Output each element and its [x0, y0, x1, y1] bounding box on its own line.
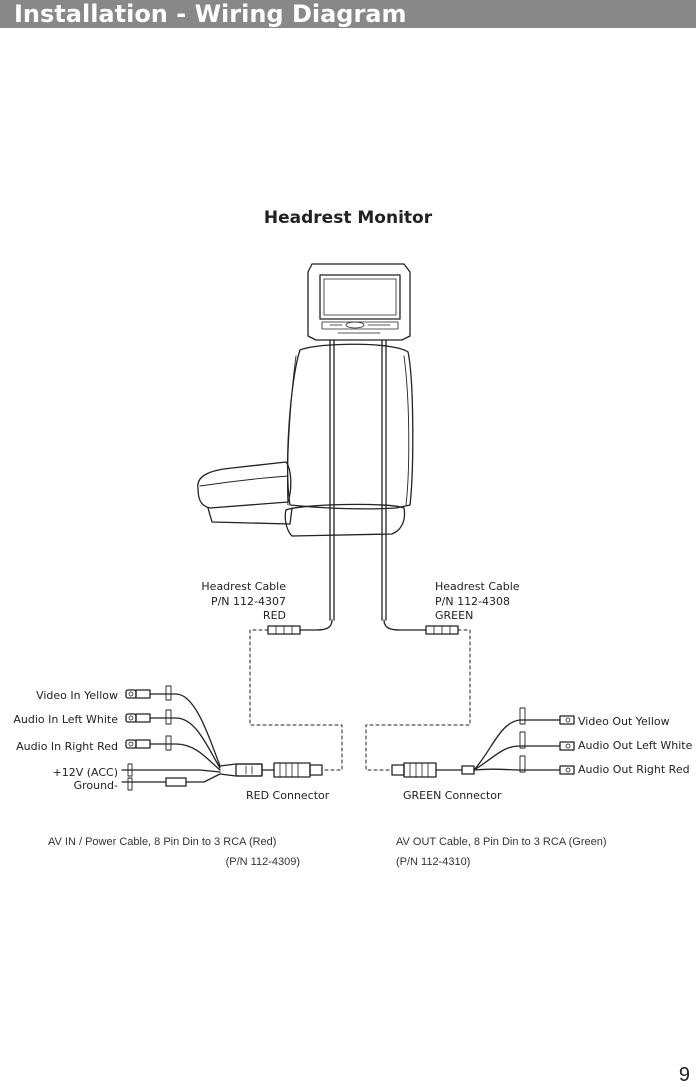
av-out-caption: AV OUT Cable, 8 Pin Din to 3 RCA (Green): [396, 836, 607, 848]
audio-out-right-label: Audio Out Right Red: [578, 763, 690, 776]
red-connector-label: RED Connector: [246, 789, 330, 802]
right-cable-name: Headrest Cable: [435, 580, 520, 593]
left-cable-part-number: P/N 112-4307: [210, 595, 286, 608]
car-seat-illustration: [197, 343, 414, 537]
power-label: +12V (ACC): [52, 766, 118, 779]
diagram-title: Headrest Monitor: [263, 208, 433, 228]
green-connector-label: GREEN Connector: [403, 789, 502, 802]
left-cable-color: RED: [262, 609, 286, 622]
left-cable-name: Headrest Cable: [201, 580, 286, 593]
av-out-part-number: (P/N 112-4310): [396, 856, 471, 868]
headrest-monitor-illustration: [307, 263, 411, 341]
dashed-connections: [249, 629, 471, 771]
headrest-cables: [267, 339, 459, 635]
video-in-label: Video In Yellow: [36, 689, 118, 702]
audio-out-left-label: Audio Out Left White: [578, 739, 693, 752]
video-out-label: Video Out Yellow: [578, 715, 670, 728]
right-cable-color: GREEN: [435, 609, 474, 622]
header-bar: [0, 0, 696, 28]
ground-label: Ground-: [73, 779, 118, 792]
av-in-caption: AV IN / Power Cable, 8 Pin Din to 3 RCA …: [48, 836, 277, 848]
right-cable-part-number: P/N 112-4308: [435, 595, 511, 608]
page-number: 9: [678, 1064, 690, 1086]
av-in-part-number: (P/N 112-4309): [225, 856, 300, 868]
av-in-harness: [121, 685, 323, 791]
page-title: Installation - Wiring Diagram: [14, 0, 407, 28]
audio-in-left-label: Audio In Left White: [13, 713, 118, 726]
av-out-harness: [391, 707, 575, 778]
audio-in-right-label: Audio In Right Red: [16, 740, 118, 753]
